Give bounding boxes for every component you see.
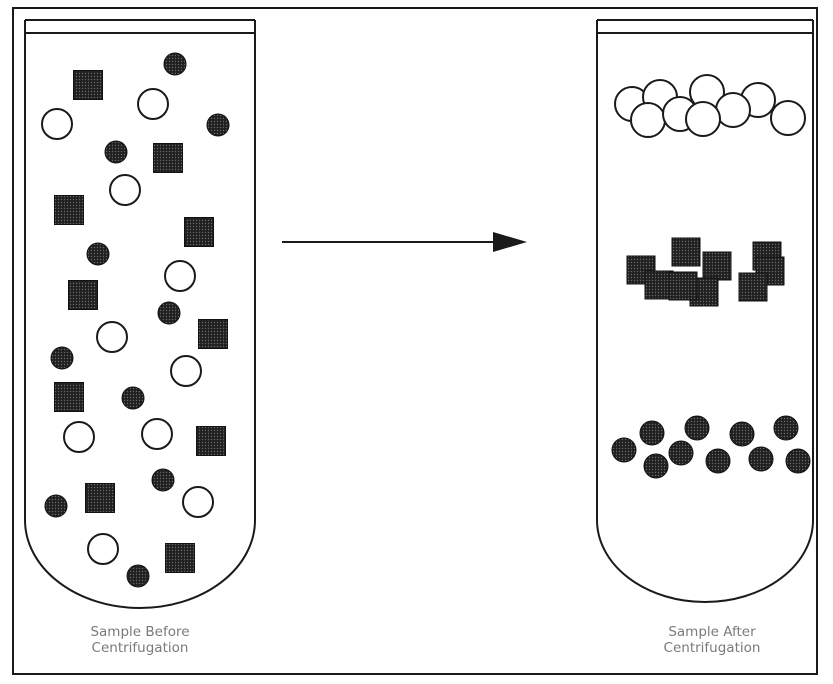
caption-after-line1: Sample After xyxy=(668,624,756,640)
caption-before: Sample Before Centrifugation xyxy=(40,624,240,656)
open-circle-particle xyxy=(164,260,196,292)
open-circle-particle xyxy=(170,355,202,387)
dark-circle-particle xyxy=(157,301,181,325)
dark-circle-particle xyxy=(206,113,230,137)
particles-after xyxy=(611,74,811,479)
test-tube-before xyxy=(24,19,256,609)
dark-square-particle xyxy=(54,195,84,225)
dark-circle-particle xyxy=(668,440,694,466)
dark-circle-particle xyxy=(684,415,710,441)
open-circle-particle xyxy=(41,108,73,140)
dark-square-particle xyxy=(198,319,228,349)
open-circle-particle xyxy=(109,174,141,206)
dark-square-particle xyxy=(184,217,214,247)
caption-after-line2: Centrifugation xyxy=(663,640,761,656)
caption-before-line1: Sample Before xyxy=(90,624,190,640)
dark-circle-particle xyxy=(86,242,110,266)
dark-circle-particle xyxy=(50,346,74,370)
open-circle-particle xyxy=(96,321,128,353)
dark-circle-particle xyxy=(705,448,731,474)
caption-before-line2: Centrifugation xyxy=(91,640,189,656)
dark-circle-particle xyxy=(151,468,175,492)
open-circle-particle xyxy=(87,533,119,565)
dark-square-particle xyxy=(671,237,701,267)
caption-after: Sample After Centrifugation xyxy=(612,624,812,656)
dark-circle-particle xyxy=(748,446,774,472)
open-circle-particle xyxy=(182,486,214,518)
open-circle-particle xyxy=(63,421,95,453)
open-circle-particle xyxy=(685,101,721,137)
dark-circle-particle xyxy=(639,420,665,446)
test-tube-after xyxy=(596,19,814,603)
dark-square-particle xyxy=(738,272,768,302)
dark-circle-particle xyxy=(163,52,187,76)
dark-circle-particle xyxy=(44,494,68,518)
dark-square-particle xyxy=(196,426,226,456)
dark-circle-particle xyxy=(773,415,799,441)
dark-square-particle xyxy=(165,543,195,573)
dark-square-particle xyxy=(54,382,84,412)
dark-circle-particle xyxy=(104,140,128,164)
open-circle-particle xyxy=(141,418,173,450)
dark-square-particle xyxy=(153,143,183,173)
figure-border xyxy=(12,7,818,675)
particles-before xyxy=(41,52,230,588)
dark-circle-particle xyxy=(126,564,150,588)
dark-square-particle xyxy=(68,280,98,310)
dark-square-particle xyxy=(85,483,115,513)
dark-square-particle xyxy=(668,271,698,301)
open-circle-particle xyxy=(770,100,806,136)
dark-square-particle xyxy=(702,251,732,281)
dark-circle-particle xyxy=(643,453,669,479)
dark-circle-particle xyxy=(729,421,755,447)
dark-circle-particle xyxy=(611,437,637,463)
open-circle-particle xyxy=(630,102,666,138)
open-circle-particle xyxy=(715,92,751,128)
dark-square-particle xyxy=(644,270,674,300)
arrow-right-icon xyxy=(282,232,527,252)
dark-circle-particle xyxy=(785,448,811,474)
dark-circle-particle xyxy=(121,386,145,410)
open-circle-particle xyxy=(137,88,169,120)
dark-square-particle xyxy=(755,256,785,286)
dark-square-particle xyxy=(73,70,103,100)
